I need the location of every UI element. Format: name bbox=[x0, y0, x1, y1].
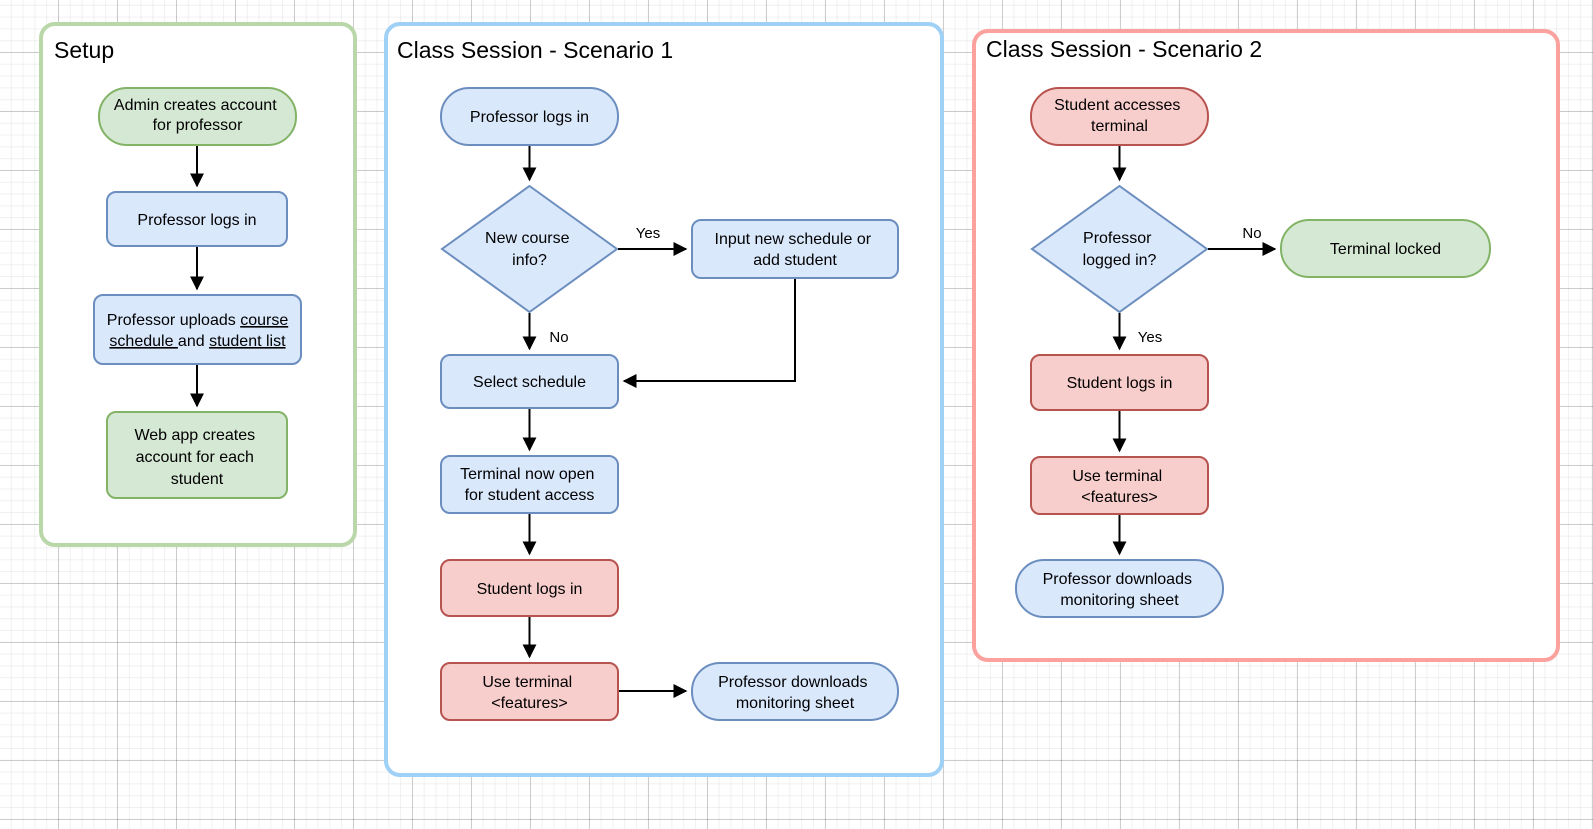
node-label-line1: Professor uploads course bbox=[107, 312, 289, 329]
node-shape-rounded-rect bbox=[1030, 456, 1209, 515]
node-label: Terminal locked bbox=[1330, 241, 1441, 258]
node-professor-logs-in-setup[interactable]: Professor logs in bbox=[106, 191, 288, 247]
node-shape-rounded-rect bbox=[106, 191, 288, 247]
node-terminal-now-open[interactable]: Terminal now open for student access bbox=[440, 455, 619, 514]
node-professor-logs-in-s1[interactable]: Professor logs in bbox=[440, 87, 619, 146]
group-setup-title: Setup bbox=[54, 37, 114, 63]
node-shape-stadium bbox=[440, 87, 619, 146]
node-admin-creates-account[interactable]: Admin creates account for professor bbox=[98, 87, 297, 146]
node-label-line2: schedule and student list bbox=[109, 333, 286, 350]
node-label: Use terminal <features> bbox=[1072, 468, 1166, 506]
node-label: Student logs in bbox=[1067, 375, 1173, 392]
node-label: Professor logs in bbox=[470, 109, 589, 126]
node-student-accesses-terminal[interactable]: Student accesses terminal bbox=[1030, 87, 1209, 146]
node-select-schedule[interactable]: Select schedule bbox=[440, 354, 619, 409]
node-professor-downloads-s2[interactable]: Professor downloads monitoring sheet bbox=[1015, 559, 1224, 618]
node-professor-uploads-course-schedule[interactable]: Professor uploads course schedule and st… bbox=[93, 294, 302, 365]
node-student-logs-in-s1[interactable]: Student logs in bbox=[440, 559, 619, 617]
node-label: Web app creates account for each student bbox=[134, 427, 259, 488]
upload-text-plain-1: Professor uploads course bbox=[107, 312, 289, 329]
node-shape-diamond bbox=[440, 184, 619, 314]
node-shape-stadium bbox=[1280, 219, 1491, 278]
upload-text-plain-2: schedule and student list bbox=[109, 333, 286, 350]
node-student-logs-in-s2[interactable]: Student logs in bbox=[1030, 354, 1209, 411]
group-scenario-1-title: Class Session - Scenario 1 bbox=[397, 37, 673, 63]
node-shape-stadium bbox=[1015, 559, 1224, 618]
node-use-terminal-s2[interactable]: Use terminal <features> bbox=[1030, 456, 1209, 515]
node-label: Student accesses terminal bbox=[1054, 97, 1185, 135]
node-professor-logged-in-decision[interactable]: Professor logged in? bbox=[1030, 184, 1209, 314]
node-new-course-info-decision[interactable]: New course info? bbox=[440, 184, 619, 314]
node-label: Terminal now open for student access bbox=[460, 466, 599, 504]
node-shape-diamond bbox=[1030, 184, 1209, 314]
node-terminal-locked[interactable]: Terminal locked bbox=[1280, 219, 1491, 278]
edge-label-yes-s2: Yes bbox=[1138, 329, 1162, 346]
node-label: Professor downloads monitoring sheet bbox=[1043, 571, 1197, 609]
node-label: Professor logs in bbox=[137, 212, 256, 229]
group-scenario-2-title: Class Session - Scenario 2 bbox=[986, 36, 1262, 62]
node-shape-rounded-rect bbox=[440, 662, 619, 721]
node-shape-stadium bbox=[691, 662, 899, 721]
edge-s1-input-back-to-select bbox=[622, 279, 796, 388]
node-label: Use terminal <features> bbox=[482, 674, 576, 712]
edge-label-no-s1: No bbox=[549, 329, 568, 346]
node-shape-stadium bbox=[1030, 87, 1209, 146]
node-use-terminal-s1[interactable]: Use terminal <features> bbox=[440, 662, 619, 721]
node-label: Professor downloads monitoring sheet bbox=[718, 674, 872, 712]
node-shape-rounded-rect bbox=[440, 559, 619, 617]
edge-label-no-s2: No bbox=[1242, 225, 1261, 242]
node-label: Student logs in bbox=[477, 581, 583, 598]
node-shape-rounded-rect bbox=[440, 455, 619, 514]
node-shape-stadium bbox=[98, 87, 297, 146]
edge-label-yes-s1: Yes bbox=[636, 225, 660, 242]
node-shape-rounded-rect bbox=[691, 219, 899, 279]
node-label: Professor logged in? bbox=[1083, 230, 1157, 269]
node-shape-rounded-rect bbox=[93, 294, 302, 365]
node-label: Admin creates account for professor bbox=[114, 97, 281, 134]
node-label: Select schedule bbox=[473, 374, 586, 391]
node-shape-rounded-rect bbox=[440, 354, 619, 409]
node-professor-downloads-s1[interactable]: Professor downloads monitoring sheet bbox=[691, 662, 899, 721]
node-web-app-creates-account[interactable]: Web app creates account for each student bbox=[106, 411, 288, 499]
node-label: New course info? bbox=[485, 230, 574, 269]
node-shape-rounded-rect bbox=[1030, 354, 1209, 411]
node-input-new-schedule[interactable]: Input new schedule or add student bbox=[691, 219, 899, 279]
node-label: Input new schedule or add student bbox=[715, 231, 876, 269]
node-shape-rounded-rect bbox=[106, 411, 288, 499]
